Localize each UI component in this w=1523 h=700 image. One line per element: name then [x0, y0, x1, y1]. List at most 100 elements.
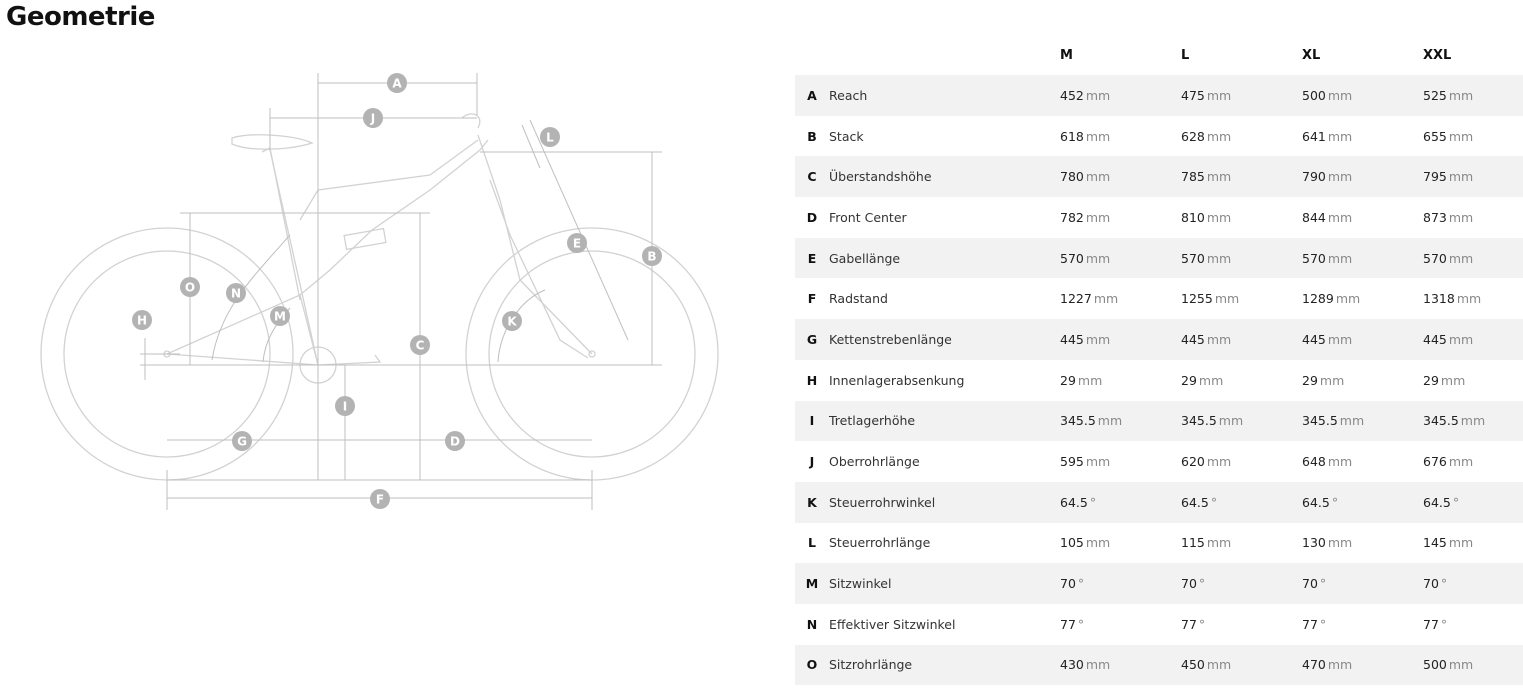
value-unit: mm — [1448, 128, 1474, 144]
row-key: N — [806, 616, 818, 632]
value-number: 115 — [1181, 535, 1205, 551]
value-unit: mm — [1339, 413, 1365, 429]
value-unit: mm — [1206, 87, 1232, 103]
value-number: 64.5 — [1302, 494, 1330, 510]
row-label: Front Center — [829, 209, 907, 225]
value-unit: mm — [1085, 128, 1111, 144]
value-number: 70 — [1060, 576, 1076, 592]
value-unit: mm — [1327, 128, 1353, 144]
row-key: H — [806, 372, 818, 388]
value-unit: mm — [1097, 413, 1123, 429]
value-unit: mm — [1327, 209, 1353, 225]
row-label: Radstand — [829, 291, 888, 307]
value-unit: mm — [1456, 291, 1482, 307]
size-header-xxl: XXL — [1423, 47, 1452, 63]
value-number: 345.5 — [1181, 413, 1217, 429]
value-unit: mm — [1206, 169, 1232, 185]
value-number: 570 — [1302, 250, 1326, 266]
svg-text:G: G — [237, 435, 247, 449]
diagram-label-C: C — [410, 335, 430, 355]
size-value-xl: 70° — [1302, 563, 1423, 604]
row-key: J — [809, 454, 815, 470]
value-unit: ° — [1440, 576, 1448, 592]
svg-text:H: H — [137, 314, 147, 328]
value-number: 648 — [1302, 454, 1326, 470]
size-header-xl: XL — [1302, 47, 1321, 63]
diagram-label-B: B — [642, 246, 662, 266]
value-number: 450 — [1181, 657, 1205, 673]
row-key: D — [806, 209, 818, 225]
value-number: 525 — [1423, 87, 1447, 103]
value-unit: mm — [1327, 169, 1353, 185]
value-number: 70 — [1423, 576, 1439, 592]
value-unit: mm — [1198, 372, 1224, 388]
value-number: 77 — [1302, 616, 1318, 632]
value-number: 345.5 — [1302, 413, 1338, 429]
value-number: 452 — [1060, 87, 1084, 103]
page-title: Geometrie — [6, 2, 155, 32]
value-number: 70 — [1181, 576, 1197, 592]
row-key: G — [795, 319, 829, 360]
value-number: 445 — [1060, 331, 1084, 347]
value-unit: ° — [1319, 616, 1327, 632]
value-number: 570 — [1181, 250, 1205, 266]
value-number: 64.5 — [1423, 494, 1451, 510]
size-value-xxl: 70° — [1423, 563, 1523, 604]
row-key: A — [795, 75, 829, 116]
value-unit: mm — [1327, 87, 1353, 103]
value-unit: mm — [1448, 535, 1474, 551]
value-unit: ° — [1077, 616, 1085, 632]
row-key: E — [795, 237, 829, 279]
row-key: L — [808, 535, 816, 551]
row-key: F — [807, 291, 817, 307]
row-label: Tretlagerhöhe — [829, 400, 1060, 442]
value-number: 445 — [1302, 331, 1326, 347]
svg-text:C: C — [416, 339, 425, 353]
value-number: 345.5 — [1423, 413, 1459, 429]
value-number: 873 — [1423, 209, 1447, 225]
row-label: Sitzrohrlänge — [829, 644, 1060, 686]
diagram-label-K: K — [502, 311, 522, 331]
value-unit: mm — [1448, 657, 1474, 673]
value-number: 780 — [1060, 169, 1084, 185]
svg-text:D: D — [450, 435, 460, 449]
value-unit: mm — [1327, 657, 1353, 673]
row-label: Innenlagerabsenkung — [829, 372, 965, 388]
svg-text:K: K — [507, 315, 517, 329]
value-number: 105 — [1060, 535, 1084, 551]
diagram-label-F: F — [370, 489, 390, 509]
diagram-label-A: A — [387, 73, 407, 93]
diagram-label-D: D — [445, 431, 465, 451]
value-number: 430 — [1060, 657, 1084, 673]
value-unit: mm — [1327, 250, 1353, 266]
value-number: 29 — [1423, 372, 1439, 388]
value-unit: mm — [1448, 169, 1474, 185]
value-unit: ° — [1198, 576, 1206, 592]
svg-text:E: E — [573, 237, 581, 251]
value-number: 785 — [1181, 169, 1205, 185]
